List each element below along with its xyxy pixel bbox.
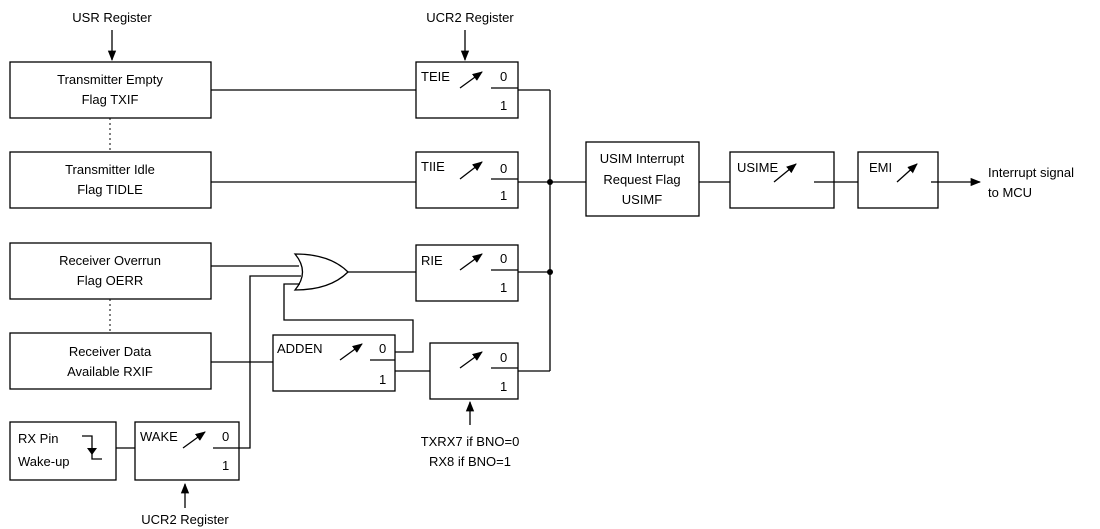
svg-text:Receiver Overrun: Receiver Overrun [59, 253, 161, 268]
interrupt-output-label: Interrupt signal [988, 165, 1074, 180]
or-gate [293, 253, 349, 291]
flag-oerr-box: Receiver Overrun Flag OERR [9, 242, 212, 300]
svg-text:Transmitter Empty: Transmitter Empty [57, 72, 163, 87]
svg-text:TIIE: TIIE [421, 159, 445, 174]
svg-text:RIE: RIE [421, 253, 443, 268]
interrupt-output-label: to MCU [988, 185, 1032, 200]
svg-text:USIMF: USIMF [622, 192, 663, 207]
switch-bit-select: 0 1 [429, 342, 519, 400]
svg-text:1: 1 [379, 372, 386, 387]
switch-adden: ADDEN 0 1 [272, 334, 396, 392]
svg-text:Receiver Data: Receiver Data [69, 344, 152, 359]
svg-text:RX Pin: RX Pin [18, 431, 58, 446]
svg-text:EMI: EMI [869, 160, 892, 175]
svg-text:1: 1 [500, 379, 507, 394]
svg-text:Flag TIDLE: Flag TIDLE [77, 182, 143, 197]
switch-wake: WAKE 0 1 [134, 421, 240, 481]
svg-text:Transmitter Idle: Transmitter Idle [65, 162, 155, 177]
ucr2-register-top-label: UCR2 Register [426, 10, 514, 25]
svg-text:WAKE: WAKE [140, 429, 178, 444]
switch-tiie: TIIE 0 1 [415, 151, 519, 209]
switch-teie: TEIE 0 1 [415, 61, 519, 119]
ucr2-register-bottom-label: UCR2 Register [141, 512, 229, 527]
svg-text:Request Flag: Request Flag [603, 172, 680, 187]
svg-text:1: 1 [500, 280, 507, 295]
svg-text:0: 0 [379, 341, 386, 356]
bit-select-label: RX8 if BNO=1 [429, 454, 511, 469]
svg-text:Available RXIF: Available RXIF [67, 364, 153, 379]
switch-rie: RIE 0 1 [415, 244, 519, 302]
svg-text:Flag TXIF: Flag TXIF [82, 92, 139, 107]
usr-register-label: USR Register [72, 10, 152, 25]
edge-arrow-icon [87, 448, 97, 455]
svg-text:TEIE: TEIE [421, 69, 450, 84]
svg-text:Wake-up: Wake-up [18, 454, 70, 469]
svg-text:0: 0 [500, 161, 507, 176]
svg-text:0: 0 [500, 350, 507, 365]
svg-text:1: 1 [500, 98, 507, 113]
rx-pin-wakeup-box: RX Pin Wake-up [9, 421, 117, 481]
junction-dot [547, 269, 553, 275]
svg-text:USIME: USIME [737, 160, 779, 175]
svg-text:0: 0 [500, 251, 507, 266]
switch-usime: USIME [729, 151, 835, 209]
bit-select-label: TXRX7 if BNO=0 [421, 434, 520, 449]
flag-txif-box: Transmitter Empty Flag TXIF [9, 61, 212, 119]
signal-wires [116, 89, 982, 508]
edge-symbol-icon [82, 435, 102, 460]
flag-tidle-box: Transmitter Idle Flag TIDLE [9, 151, 212, 209]
svg-text:1: 1 [500, 188, 507, 203]
usim-interrupt-flag-box: USIM Interrupt Request Flag USIMF [585, 141, 700, 217]
svg-text:0: 0 [500, 69, 507, 84]
svg-text:USIM Interrupt: USIM Interrupt [600, 151, 685, 166]
flag-rxif-box: Receiver Data Available RXIF [9, 332, 212, 390]
svg-text:1: 1 [222, 458, 229, 473]
svg-text:0: 0 [222, 429, 229, 444]
switch-emi: EMI [857, 151, 939, 209]
svg-text:Flag OERR: Flag OERR [77, 273, 143, 288]
svg-text:ADDEN: ADDEN [277, 341, 323, 356]
junction-dot [547, 179, 553, 185]
